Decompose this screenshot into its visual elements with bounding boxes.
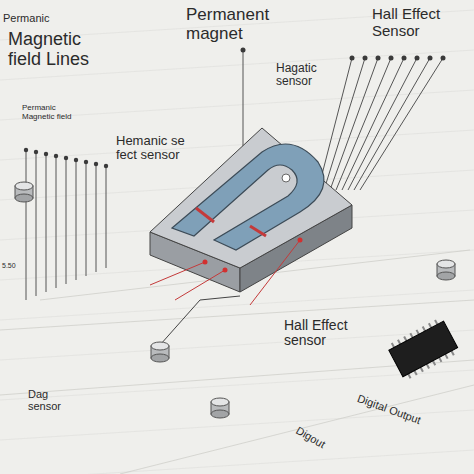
line-dot <box>84 160 88 164</box>
part-label: Hall Effect Sensor <box>372 6 470 39</box>
part-label: Permanic <box>3 12 49 24</box>
leader-line <box>348 58 417 190</box>
pole-band <box>250 226 266 236</box>
grid-line <box>0 290 474 320</box>
line-dot <box>363 56 368 61</box>
grid-line <box>0 450 474 474</box>
perspective-line <box>0 300 474 330</box>
part-label: Digital Output <box>356 392 423 426</box>
line-dot <box>24 148 28 152</box>
cylinder-top <box>211 398 229 406</box>
part-label: Magnetic field Lines <box>8 30 118 70</box>
magnet-block <box>150 128 352 305</box>
red-dot <box>223 268 228 273</box>
line-dot <box>350 56 355 61</box>
background-grid <box>0 10 474 474</box>
line-dot <box>402 56 407 61</box>
cylinder-bottom <box>211 410 229 418</box>
sensor-wire <box>160 296 240 345</box>
sensor-dot <box>282 174 290 182</box>
line-dot <box>74 158 78 162</box>
leader-line <box>354 58 430 190</box>
field-line <box>86 162 87 276</box>
line-dot <box>104 164 108 168</box>
line-dot <box>389 56 394 61</box>
red-wire <box>250 240 300 305</box>
part-label: Permanic Magnetic field <box>22 104 78 122</box>
part-label: Permanent magnet <box>186 6 304 43</box>
chip-body <box>389 321 458 377</box>
cylinder-top <box>15 182 33 190</box>
field-lines <box>24 48 446 301</box>
cylinder-sensor <box>15 182 33 202</box>
line-dot <box>241 48 246 53</box>
ic-chip <box>386 317 460 381</box>
leader-line <box>243 50 244 160</box>
u-magnet <box>172 144 324 250</box>
part-label: Dag sensor <box>28 388 80 412</box>
field-line <box>76 160 77 280</box>
line-dot <box>428 56 433 61</box>
line-dot <box>415 56 420 61</box>
block-top <box>150 128 352 268</box>
perspective-line <box>120 385 474 474</box>
field-line <box>56 156 57 288</box>
line-dot <box>44 152 48 156</box>
red-dot <box>203 260 208 265</box>
field-line <box>96 164 97 272</box>
field-line <box>106 166 107 268</box>
part-label: Hall Effect sensor <box>284 318 382 349</box>
part-label: Digout <box>294 424 328 450</box>
leader-line <box>360 58 443 190</box>
line-dot <box>376 56 381 61</box>
line-dot <box>64 156 68 160</box>
part-label: 5.50 <box>2 262 16 270</box>
cylinder-sensor <box>151 342 169 362</box>
cylinder-bottom <box>15 194 33 202</box>
part-label: Hemanic se fect sensor <box>116 134 188 163</box>
field-line <box>66 158 67 284</box>
line-dot <box>54 154 58 158</box>
cylinder-top <box>151 342 169 350</box>
cylinder-bottom <box>437 272 455 280</box>
line-dot <box>94 162 98 166</box>
red-wire <box>150 262 205 285</box>
leader-line <box>318 58 352 190</box>
field-line <box>26 150 27 300</box>
pole-band <box>196 208 214 222</box>
cylinder-top <box>437 260 455 268</box>
cylinder-sensor <box>437 260 455 280</box>
leader-line <box>330 58 378 190</box>
part-label: Hagatic sensor <box>276 62 340 88</box>
cylinder-sensor <box>211 398 229 418</box>
red-wire <box>175 270 225 300</box>
line-dot <box>34 150 38 154</box>
field-line <box>36 152 37 296</box>
cylinder-bottom <box>151 354 169 362</box>
line-dot <box>441 56 446 61</box>
field-line <box>46 154 47 292</box>
red-dot <box>298 238 303 243</box>
